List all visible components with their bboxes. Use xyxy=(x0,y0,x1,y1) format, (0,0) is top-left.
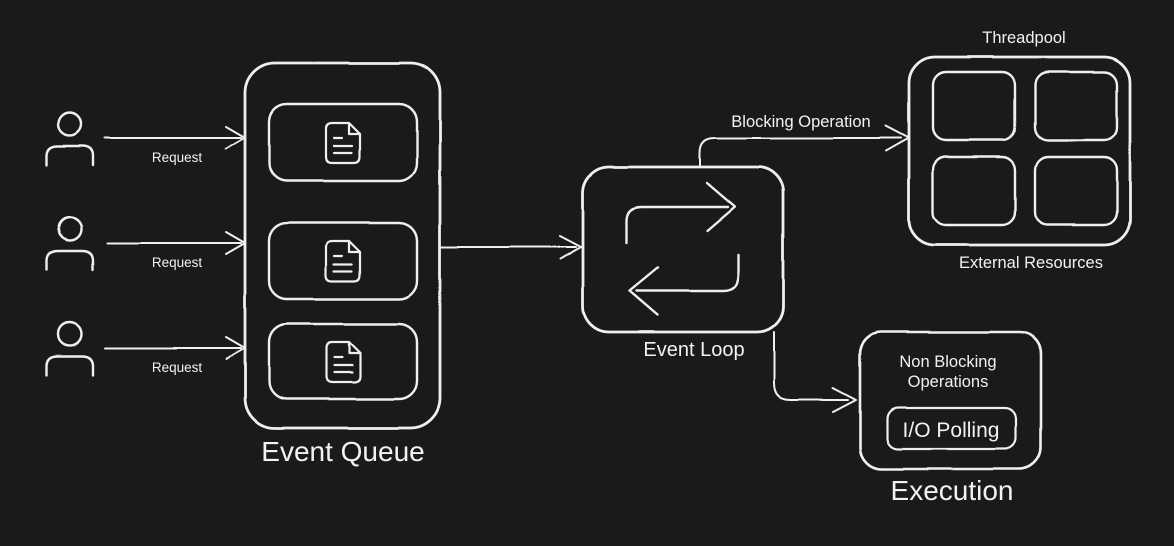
request-arrow xyxy=(106,231,246,255)
event-queue-box xyxy=(243,61,442,430)
queue-item-card xyxy=(267,221,419,301)
external-resources-caption: External Resources xyxy=(959,254,1103,272)
execution-title: Execution xyxy=(891,475,1014,506)
blocking-operation-arrow xyxy=(699,125,910,168)
thread-slot xyxy=(931,70,1017,142)
threadpool-title: Threadpool xyxy=(982,29,1065,47)
user-icon xyxy=(45,111,95,167)
user-shoulders xyxy=(45,354,95,377)
user-head xyxy=(57,321,83,347)
request-label: Request xyxy=(152,255,203,270)
event-loop-box xyxy=(581,165,785,334)
queue-to-loop-arrow xyxy=(440,235,582,260)
io-polling-label: I/O Polling xyxy=(903,419,1000,442)
document-icon xyxy=(324,121,362,165)
user-head xyxy=(57,216,83,242)
execution-box xyxy=(858,330,1043,471)
non-blocking-note-line2: Operations xyxy=(908,373,989,391)
user-shoulders xyxy=(45,249,95,272)
thread-slot xyxy=(931,155,1017,227)
io-polling-box xyxy=(885,406,1018,451)
user-icon xyxy=(45,216,95,272)
document-icon xyxy=(324,340,362,384)
thread-slot xyxy=(1033,70,1119,142)
event-loop-title: Event Loop xyxy=(643,339,744,361)
loop-to-execution-arrow xyxy=(773,331,857,413)
user-head xyxy=(57,111,83,137)
queue-item-card xyxy=(267,102,419,183)
request-label: Request xyxy=(152,150,203,165)
event-queue-title: Event Queue xyxy=(261,436,424,467)
user-icon xyxy=(45,321,95,377)
blocking-operation-label: Blocking Operation xyxy=(731,113,870,131)
thread-slot xyxy=(1033,155,1119,227)
request-label: Request xyxy=(152,360,203,375)
queue-item-card xyxy=(267,322,419,401)
request-arrow xyxy=(104,336,246,360)
non-blocking-note-line1: Non Blocking xyxy=(899,353,996,371)
threadpool-box xyxy=(907,55,1132,247)
user-shoulders xyxy=(45,144,95,167)
document-icon xyxy=(324,239,362,283)
loop-arrows-icon xyxy=(625,181,740,317)
request-arrow xyxy=(104,126,246,150)
